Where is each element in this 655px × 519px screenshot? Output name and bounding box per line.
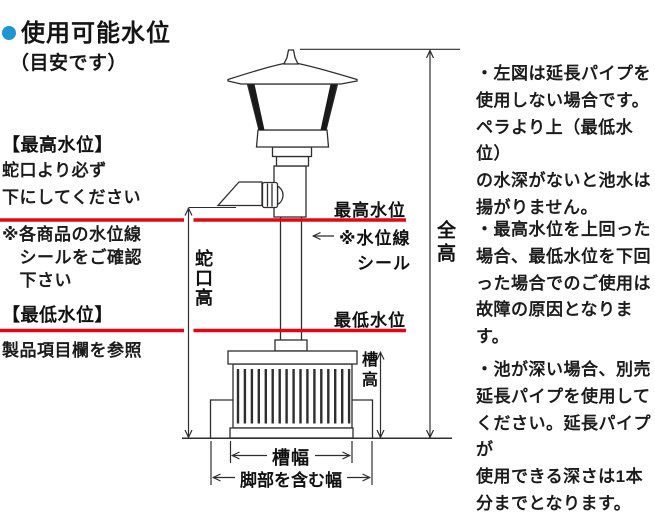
max-water-level-note: 蛇口より必ず 下にしてください — [2, 161, 141, 207]
base-bottom-plate — [229, 427, 354, 439]
title-row: 使用可能水位 — [2, 13, 171, 48]
blue-bullet-icon — [2, 25, 16, 40]
lantern — [227, 49, 358, 167]
lantern-post-left — [248, 84, 265, 130]
faucet-coupling — [261, 181, 279, 209]
pipe-flange — [274, 339, 308, 352]
faucet-spout — [216, 181, 263, 207]
lantern-base-band — [255, 129, 330, 148]
strainer-fins — [236, 369, 351, 424]
dim-label-spout-height: 蛇口高 — [193, 249, 213, 308]
water-level-lines — [0, 218, 406, 333]
diagram-max-water-level-label: 最高水位 — [334, 201, 406, 220]
note-no-extension-pipe: ・左図は延長パイプを 使用しない場合です。 ペラより上（最低水位） の水深がない… — [476, 64, 651, 217]
seal-pointer-arrow-icon — [311, 231, 334, 241]
lantern-collar-upper — [271, 146, 313, 158]
page-title: 使用可能水位 — [21, 20, 171, 47]
dim-label-tank-width: 槽幅 — [267, 444, 315, 470]
min-water-level-note: 製品項目欄を参照 — [2, 341, 142, 360]
min-water-level-heading: 【最低水位】 — [2, 305, 113, 325]
lantern-finial — [282, 49, 300, 65]
dim-label-total-height: 全高 — [434, 220, 455, 266]
lantern-roof — [227, 62, 358, 85]
seal-check-note: ※各商品の水位線 シールをご確認 下さい — [2, 225, 142, 290]
diagram-min-water-level-label: 最低水位 — [334, 311, 406, 330]
leg-left — [209, 399, 233, 438]
lantern-post-right — [320, 84, 337, 130]
base-top-plate — [227, 350, 358, 365]
faucet — [216, 181, 284, 209]
pump-base — [209, 339, 374, 439]
diagram-water-line-seal-label: ※水位線 シール — [339, 229, 411, 273]
note-deep-pond: ・池が深い場合、別売 延長パイプを使用して ください。延長パイプが 使用できる深… — [476, 360, 651, 513]
lantern-collar-lower — [275, 155, 310, 167]
note-failure-warning: ・最高水位を上回った 場合、最低水位を下回 った場合でのご使用は 故障の原因とな… — [476, 220, 651, 347]
dim-label-width-including-legs: 脚部を含む幅 — [235, 466, 347, 491]
page-subtitle: （目安です） — [10, 53, 128, 74]
dim-label-tank-height: 槽高 — [359, 351, 376, 391]
max-water-level-heading: 【最高水位】 — [2, 135, 113, 155]
leg-right — [352, 399, 374, 438]
